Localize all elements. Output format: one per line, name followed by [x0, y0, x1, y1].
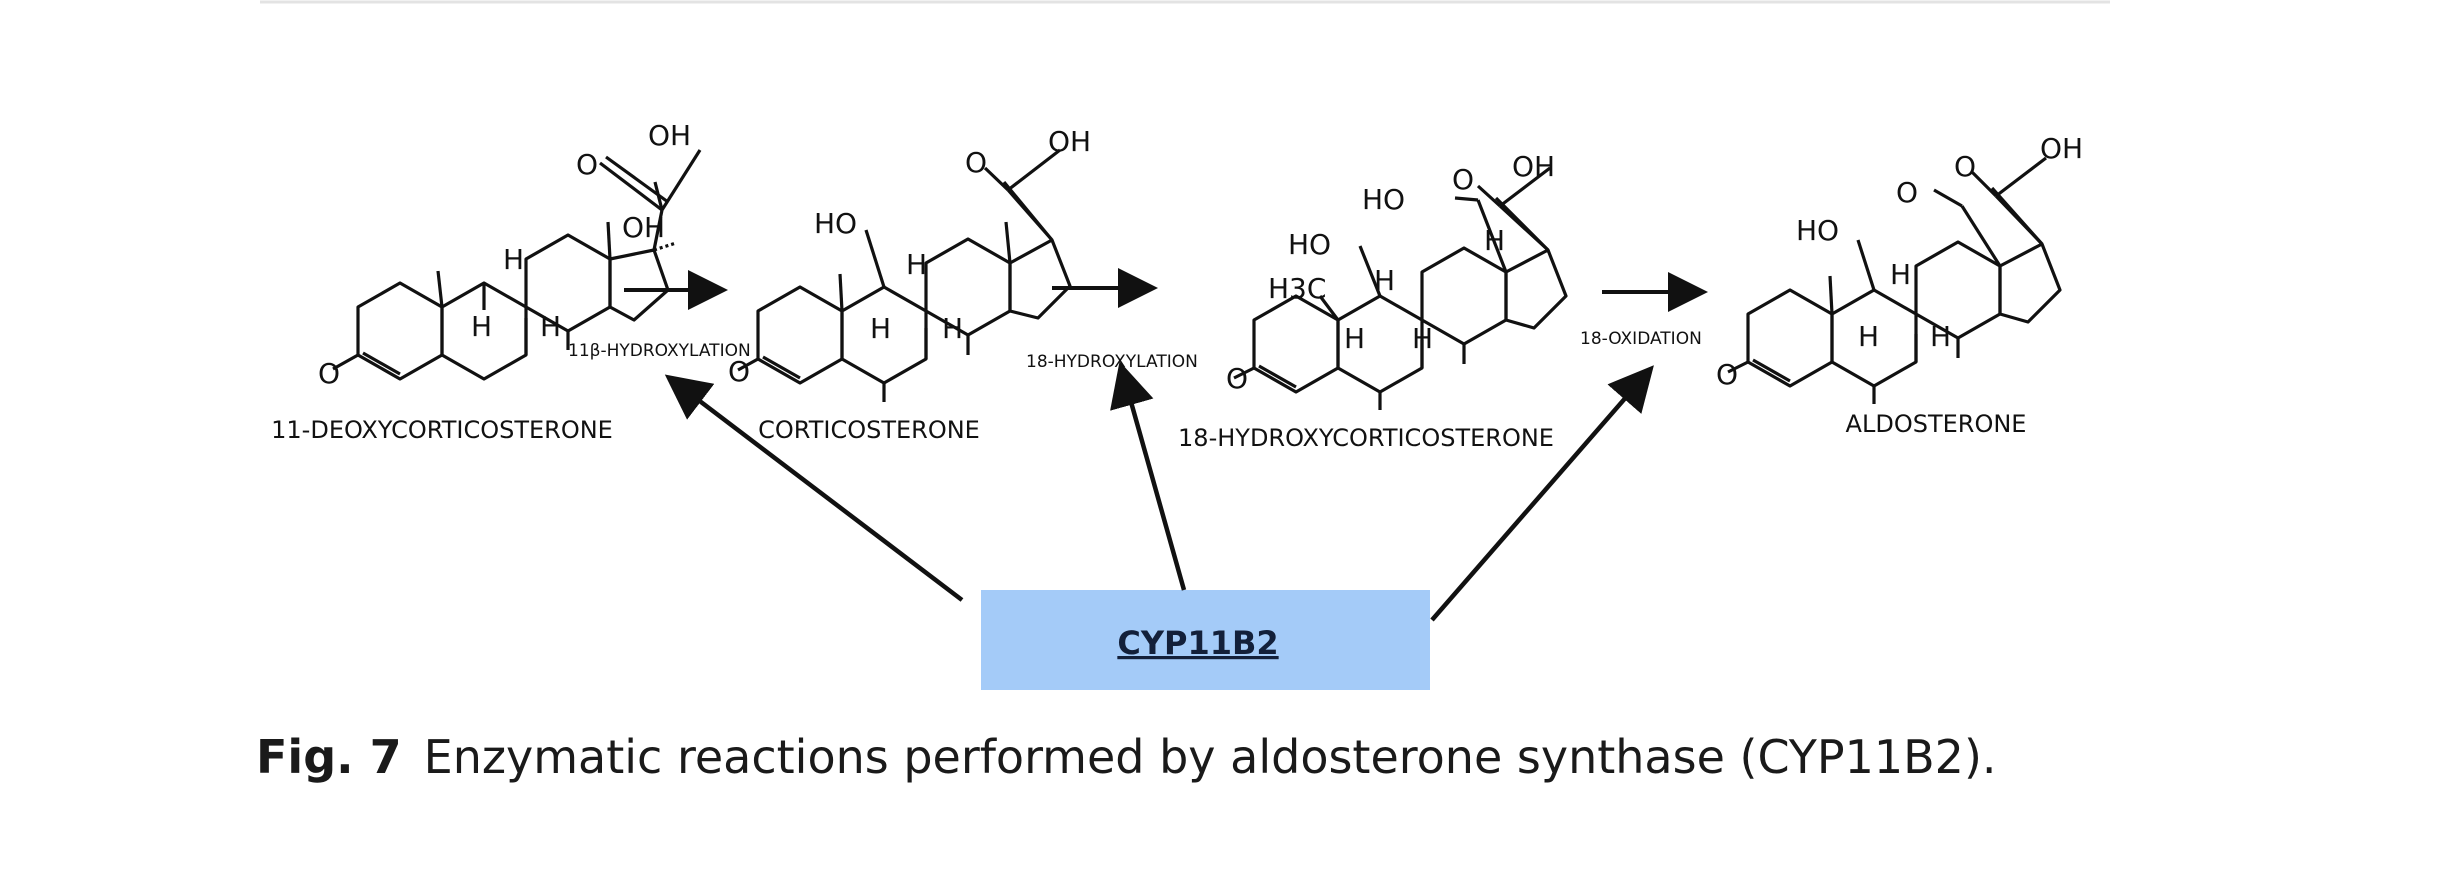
atom-label: O — [318, 357, 340, 390]
enzyme-arrow-to-reaction-2 — [1110, 361, 1187, 591]
figure-caption: Fig. 7 Enzymatic reactions performed by a… — [256, 730, 1997, 800]
enzyme-arrow-to-reaction-3 — [1430, 365, 1654, 622]
atom-label: HO — [1796, 214, 1839, 247]
structure-aldosterone — [1727, 156, 2062, 404]
atom-label: H — [1374, 264, 1395, 297]
compound-name-corticosterone: CORTICOSTERONE — [758, 416, 980, 444]
atom-label: H — [906, 248, 927, 281]
atom-label: O — [1452, 163, 1474, 196]
atom-label: O — [965, 146, 987, 179]
atoms-corticosterone: O O OH HO H H H — [728, 125, 1091, 388]
figure-number: Fig. 7 — [256, 730, 402, 784]
enzyme-label[interactable]: CYP11B2 — [1117, 624, 1278, 662]
atom-label: O — [1954, 150, 1976, 183]
atom-label: OH — [648, 119, 691, 152]
atom-label: H — [1930, 320, 1951, 353]
atom-label: HO — [1362, 183, 1405, 216]
compound-name-aldosterone: ALDOSTERONE — [1846, 410, 2027, 438]
atom-label: OH — [622, 211, 665, 244]
atom-label: H — [1344, 322, 1365, 355]
caption-text: Enzymatic reactions performed by aldoste… — [423, 730, 1997, 784]
atom-label: H — [1890, 258, 1911, 291]
atom-label: O — [728, 355, 750, 388]
atom-label: H — [942, 312, 963, 345]
atom-label: H — [471, 310, 492, 343]
atom-label: H — [503, 243, 524, 276]
reaction-label-11b-hydroxylation: 11β-HYDROXYLATION — [568, 341, 751, 361]
atoms-aldosterone: O O O OH HO H H H — [1716, 132, 2083, 391]
atom-label: HO — [1288, 228, 1331, 261]
atom-label: H — [1484, 224, 1505, 257]
compound-name-18-hydroxycorticosterone: 18-HYDROXYCORTICOSTERONE — [1178, 424, 1554, 452]
atom-label: H — [1858, 320, 1879, 353]
atom-label: H3C — [1268, 272, 1326, 305]
atom-label: OH — [1512, 150, 1555, 183]
atom-label: HO — [814, 207, 857, 240]
atom-label: O — [1896, 176, 1918, 209]
structure-corticosterone — [737, 148, 1072, 402]
structure-11-deoxycorticosterone — [332, 149, 702, 381]
atoms-11-deoxycorticosterone: O O OH OH H H H — [318, 119, 691, 390]
atom-label: O — [1226, 362, 1248, 395]
atoms-18-hydroxycorticosterone: O O OH HO HO H3C H H H H — [1226, 150, 1555, 395]
atom-label: O — [1716, 358, 1738, 391]
structure-18-hydroxycorticosterone — [1233, 166, 1568, 410]
reaction-label-18-hydroxylation: 18-HYDROXYLATION — [1026, 352, 1198, 372]
enzyme-arrow-to-reaction-1 — [664, 374, 964, 602]
atom-label: OH — [1048, 125, 1091, 158]
atom-label: H — [870, 312, 891, 345]
atom-label: H — [540, 310, 561, 343]
atom-label: H — [1412, 322, 1433, 355]
atom-label: O — [576, 148, 598, 181]
atom-label: OH — [2040, 132, 2083, 165]
compound-name-11-deoxycorticosterone: 11-DEOXYCORTICOSTERONE — [271, 416, 613, 444]
reaction-label-18-oxidation: 18-OXIDATION — [1580, 329, 1702, 349]
enzyme-box — [981, 590, 1430, 690]
